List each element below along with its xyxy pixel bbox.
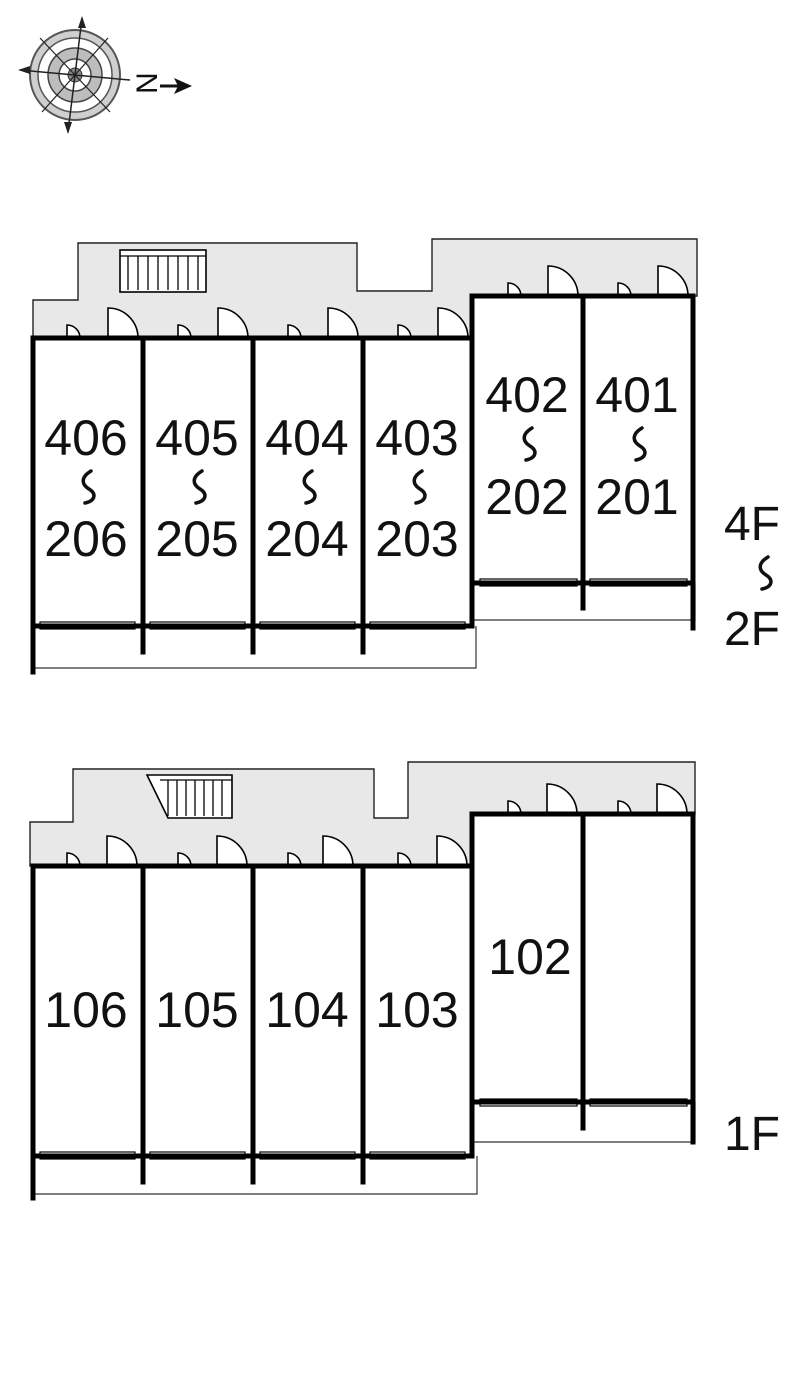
floor-label-1f: 1F — [724, 1108, 780, 1161]
unit-label-402: 402 — [485, 367, 568, 423]
ground-walls — [30, 811, 696, 1201]
unit-label-202: 202 — [485, 469, 568, 525]
upper-walls — [30, 293, 696, 675]
upper-doors — [66, 265, 689, 339]
unit-label-401: 401 — [595, 367, 678, 423]
unit-label-205: 205 — [155, 511, 238, 567]
unit-label-403: 403 — [375, 410, 458, 466]
unit-label-206: 206 — [44, 511, 127, 567]
upper-staircase — [119, 249, 207, 293]
compass-north-label: N — [131, 72, 164, 94]
floor-label-2f: 2F — [724, 603, 780, 656]
unit-label-201: 201 — [595, 469, 678, 525]
ground-block: 106 105 104 103 102 1F — [29, 761, 780, 1201]
ground-staircase — [145, 774, 233, 819]
unit-label-204: 204 — [265, 511, 348, 567]
floor-label-4f: 4F — [724, 498, 780, 551]
range-tilde-icons — [81, 426, 773, 591]
unit-label-405: 405 — [155, 410, 238, 466]
unit-label-104: 104 — [265, 982, 348, 1038]
unit-label-103: 103 — [375, 982, 458, 1038]
unit-label-105: 105 — [155, 982, 238, 1038]
unit-label-406: 406 — [44, 410, 127, 466]
unit-label-203: 203 — [375, 511, 458, 567]
compass-rose-icon — [18, 16, 192, 134]
unit-label-106: 106 — [44, 982, 127, 1038]
unit-label-404: 404 — [265, 410, 348, 466]
unit-label-102: 102 — [488, 929, 571, 985]
upper-block: 406 206 405 205 404 204 403 203 402 202 … — [30, 238, 780, 675]
